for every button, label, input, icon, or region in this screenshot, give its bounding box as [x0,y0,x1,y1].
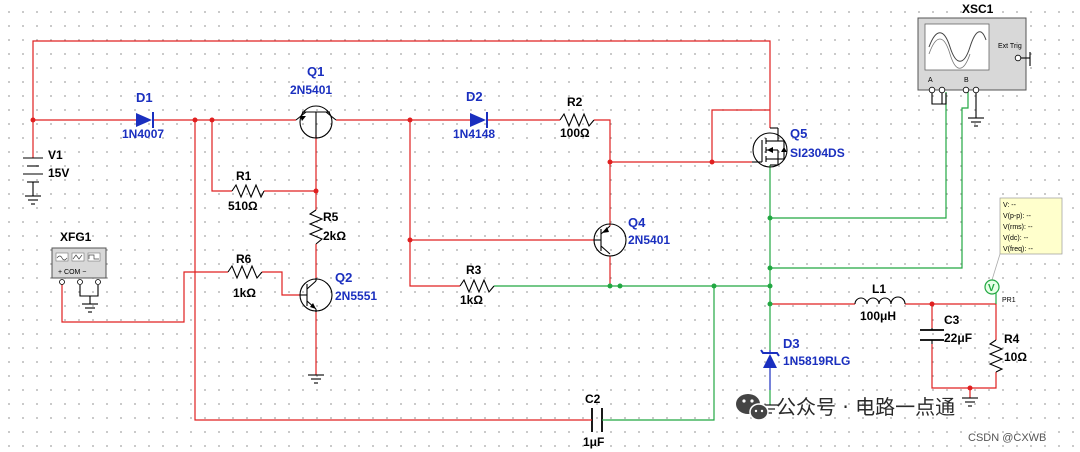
pr1-readout-vdc: V(dc): -- [1003,235,1029,242]
q2-value: 2N5551 [335,289,377,303]
ground-q2 [308,374,324,384]
pr1-readout-vrms: V(rms): -- [1003,224,1033,231]
q5-ref: Q5 [790,126,807,141]
c2-capacitor[interactable]: C2 1μF [583,392,606,449]
c3-value: 22μF [944,331,972,345]
r3-value: 1kΩ [460,293,483,307]
xsc1-pin-a: A [928,77,933,84]
d3-schottky-diode[interactable]: D3 1N5819RLG [760,336,850,390]
l1-ref: L1 [872,282,886,296]
xfg1-ref: XFG1 [60,230,92,244]
c3-capacitor[interactable]: C3 22μF [920,313,972,345]
q4-transistor[interactable]: Q4 2N5401 [593,215,670,257]
r4-resistor[interactable]: R4 10Ω [988,332,1027,373]
r1-ref: R1 [236,169,252,183]
r2-resistor[interactable]: R2 100Ω [559,95,595,140]
q2-ref: Q2 [335,270,352,285]
xsc1-oscilloscope[interactable]: XSC1 Ext Trig A B [917,2,1031,127]
pr1-readout-vfreq: V(freq): -- [1003,246,1034,253]
r4-ref: R4 [1004,332,1020,346]
v1-source[interactable]: V1 15V [23,148,69,205]
xfg1-pins: + COM − [58,269,86,276]
probe-v-icon: V [988,283,995,294]
watermark-text: 公众号 · 电路一点通 [776,395,955,419]
r2-ref: R2 [567,95,583,109]
d2-value: 1N4148 [453,127,495,141]
xfg1-function-generator[interactable]: XFG1 + COM − [51,230,107,313]
r6-ref: R6 [236,252,252,266]
d1-ref: D1 [136,90,153,105]
pr1-probe[interactable]: V: -- V(p-p): -- V(rms): -- V(dc): -- V(… [984,197,1063,304]
pr1-readout-vpp: V(p-p): -- [1003,213,1032,220]
q1-value: 2N5401 [290,83,332,97]
xsc1-ref: XSC1 [962,2,994,16]
c2-value: 1μF [583,435,604,449]
l1-inductor[interactable]: L1 100μH [854,282,906,323]
xsc1-pin-b: B [964,77,969,84]
watermark-credit: CSDN @CXWB [968,432,1046,444]
q5-mosfet[interactable]: Q5 SI2304DS [752,126,845,168]
q1-transistor[interactable]: Q1 2N5401 [290,64,337,139]
d3-value: 1N5819RLG [783,354,850,368]
green-wires [494,92,997,421]
xsc1-ext-trig: Ext Trig [998,43,1022,50]
pr1-readout-v: V: -- [1003,202,1017,209]
q4-ref: Q4 [628,215,646,230]
pr1-ref: PR1 [1002,297,1016,304]
q2-transistor[interactable]: Q2 2N5551 [299,270,377,312]
r1-value: 510Ω [228,199,258,213]
v1-value: 15V [48,166,69,180]
v1-ref: V1 [48,148,63,162]
junctions [30,117,973,391]
d3-ref: D3 [783,336,800,351]
d1-diode[interactable]: D1 1N4007 [122,90,164,141]
d1-value: 1N4007 [122,127,164,141]
c2-ref: C2 [585,392,601,406]
r4-value: 10Ω [1004,350,1027,364]
l1-value: 100μH [860,309,896,323]
wechat-icon [736,394,769,421]
q1-ref: Q1 [307,64,324,79]
r5-value: 2kΩ [323,229,346,243]
r2-value: 100Ω [560,126,590,140]
r3-resistor[interactable]: R3 1kΩ [459,263,495,307]
r5-resistor[interactable]: R5 2kΩ [308,209,346,245]
red-wires [32,40,997,421]
r6-value: 1kΩ [233,286,256,300]
ground-output [962,397,978,407]
q5-value: SI2304DS [790,146,845,160]
r5-ref: R5 [323,210,339,224]
q4-value: 2N5401 [628,233,670,247]
r1-resistor[interactable]: R1 510Ω [228,169,265,213]
r6-resistor[interactable]: R6 1kΩ [227,252,263,300]
d2-diode[interactable]: D2 1N4148 [453,89,495,141]
watermark: 公众号 · 电路一点通 CSDN @CXWB [736,394,1046,444]
d2-ref: D2 [466,89,483,104]
r3-ref: R3 [466,263,482,277]
c3-ref: C3 [944,313,960,327]
